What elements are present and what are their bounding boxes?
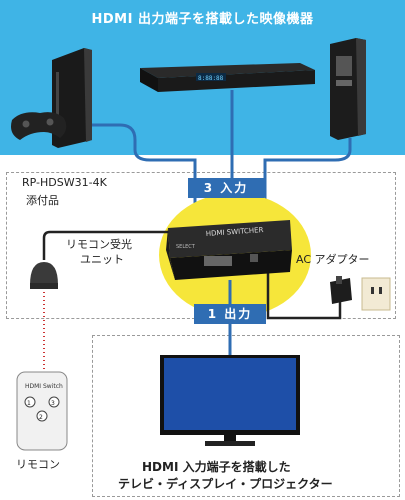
- recorder-display: 8:88:88: [198, 75, 224, 82]
- source-devices-title: HDMI 出力端子を搭載した映像機器: [91, 12, 314, 27]
- television-icon: [160, 355, 300, 446]
- remote-title: HDMI Switch: [25, 383, 63, 390]
- bundled-label: 添付品: [26, 194, 59, 207]
- hdmi-switcher-icon: HDMI SWITCHER SELECT: [166, 220, 292, 280]
- model-label: RP-HDSW31-4K: [22, 176, 107, 189]
- destination-title-line1: HDMI 入力端子を搭載した: [142, 460, 291, 474]
- destination-title-line2: テレビ・ディスプレイ・プロジェクター: [118, 477, 333, 491]
- desktop-pc-icon: [330, 38, 366, 140]
- input-count-badge: 3 入力: [188, 178, 264, 198]
- game-controller-icon: [11, 112, 67, 140]
- tv-area-box: [92, 335, 400, 497]
- ac-adapter-icon: [330, 276, 352, 304]
- wall-outlet-icon: [361, 277, 391, 311]
- remote-button-1: 1: [27, 400, 31, 407]
- adapter-cable: [266, 265, 342, 320]
- remote-receiver-label-line1: リモコン受光: [66, 238, 132, 251]
- output-count-badge: 1 出力: [194, 304, 266, 324]
- remote-control-icon: 1 3 2 HDMI Switch: [16, 371, 68, 451]
- bluray-recorder-icon: 8:88:88: [140, 63, 315, 92]
- remote-receiver-icon: [30, 262, 58, 289]
- receiver-cable: [42, 230, 170, 260]
- switcher-select: SELECT: [176, 244, 196, 250]
- ac-adapter-label: AC アダプター: [296, 253, 370, 266]
- remote-receiver-label-line2: ユニット: [80, 253, 124, 266]
- remote-label: リモコン: [16, 458, 60, 471]
- remote-button-2: 2: [39, 414, 43, 421]
- remote-button-3: 3: [51, 400, 55, 407]
